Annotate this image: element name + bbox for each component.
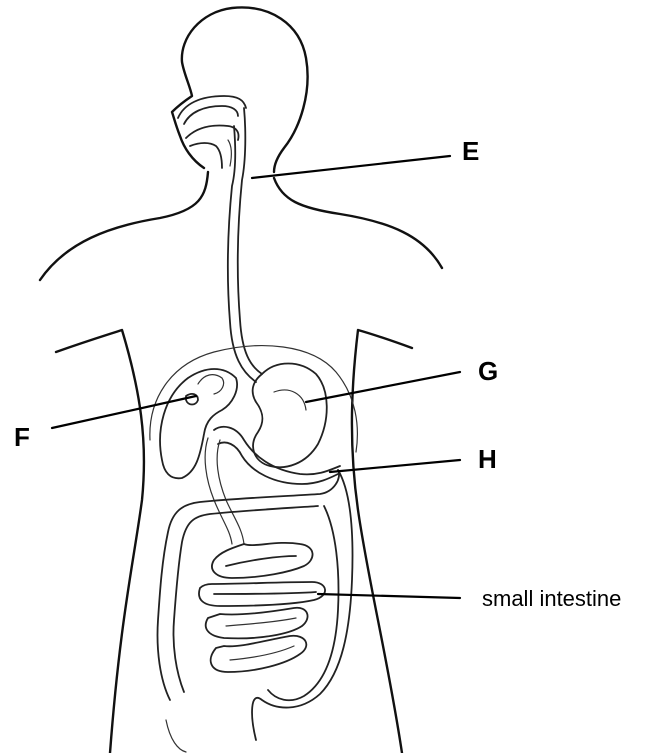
small-intestine [199, 543, 325, 672]
liver [160, 369, 237, 478]
label-E: E [462, 136, 479, 166]
oesophagus [228, 108, 262, 382]
leader-line-F [52, 396, 196, 428]
right-shoulder-outline [274, 178, 442, 268]
leader-line-G [306, 372, 460, 402]
label-small-intestine: small intestine [482, 586, 621, 611]
right-torso-outline [352, 330, 412, 753]
large-intestine [158, 470, 353, 752]
label-G: G [478, 356, 498, 386]
left-torso-outline [56, 330, 144, 753]
pancreas [205, 427, 340, 544]
label-H: H [478, 444, 497, 474]
head-outline [172, 7, 308, 172]
leader-line-E [252, 156, 450, 178]
stomach [253, 364, 327, 468]
left-shoulder-outline [40, 172, 208, 280]
label-F: F [14, 422, 30, 452]
leader-line-H [330, 460, 460, 472]
